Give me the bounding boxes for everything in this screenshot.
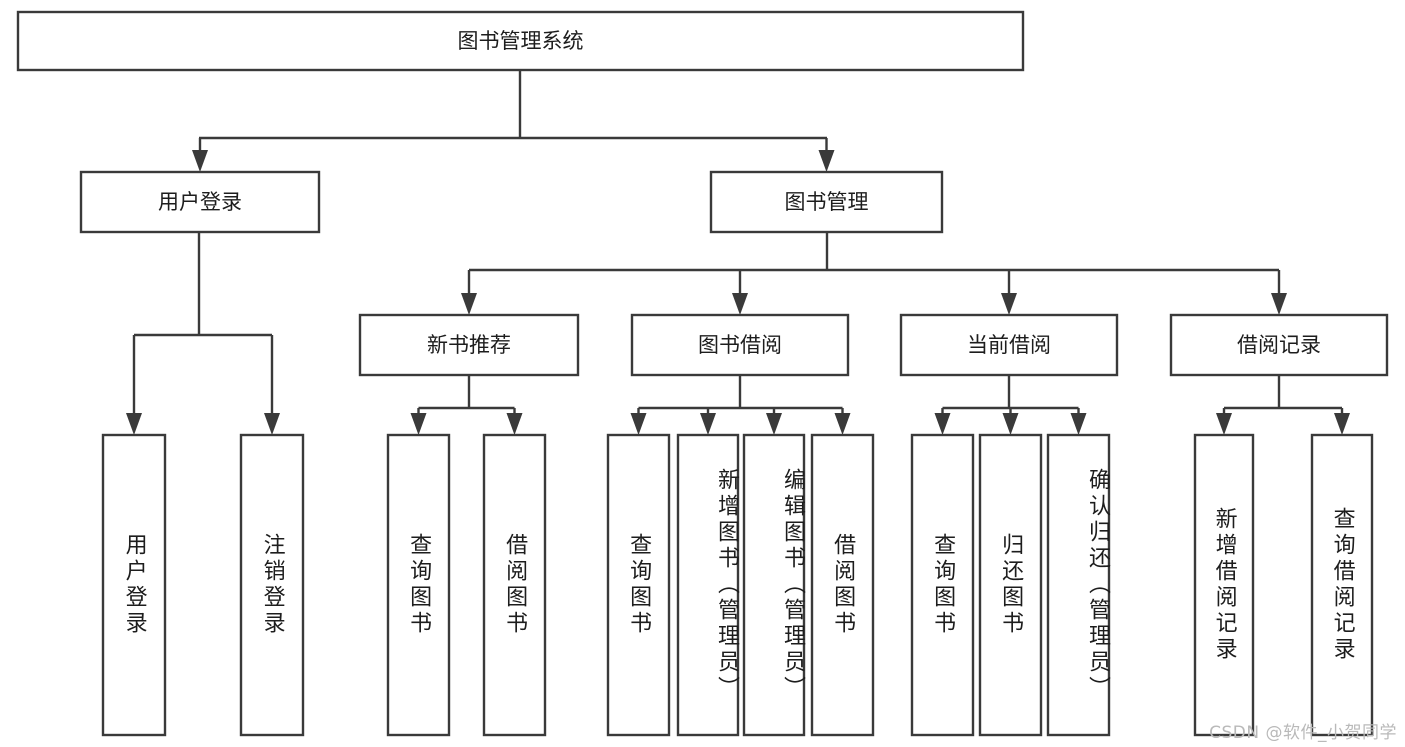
level2-node-label-user-login: 用户登录 [158, 190, 242, 214]
level3-node-label-new-book-rec: 新书推荐 [427, 333, 511, 357]
level2-node-box-user-login[interactable] [79, 170, 321, 234]
watermark-text: CSDN @软件_小贺同学 [1209, 723, 1397, 743]
level3-node-label-current-borrow: 当前借阅 [967, 333, 1051, 357]
leaf-node-box-leaf-borrow-book-1[interactable] [482, 433, 547, 737]
arrow-head-icon-leaf-logout [264, 413, 280, 435]
leaf-node-box-leaf-edit-book[interactable] [742, 433, 806, 737]
leaf-node-box-leaf-add-record[interactable] [1193, 433, 1255, 737]
leaf-node-box-leaf-query-book-3[interactable] [910, 433, 975, 737]
root-node-label: 图书管理系统 [458, 29, 584, 53]
leaf-node-box-leaf-add-book[interactable] [676, 433, 740, 737]
level3-node-label-borrow-record: 借阅记录 [1237, 333, 1321, 357]
leaf-node-box-leaf-query-record[interactable] [1310, 433, 1374, 737]
level2-node-label-book-manage: 图书管理 [785, 190, 869, 214]
level3-node-box-book-borrow[interactable] [630, 313, 850, 377]
arrow-head-icon-leaf-borrow-book-2 [834, 413, 851, 435]
arrow-head-icon-leaf-query-book-2 [630, 413, 647, 435]
arrow-head-icon-book-borrow [732, 293, 748, 315]
arrow-head-icon-current-borrow [1001, 293, 1017, 315]
leaf-node-box-leaf-query-book-2[interactable] [606, 433, 671, 737]
root-node-box[interactable] [16, 10, 1025, 72]
arrow-head-icon-leaf-query-book-3 [934, 413, 951, 435]
leaf-node-box-leaf-confirm-return[interactable] [1046, 433, 1111, 737]
level3-node-box-current-borrow[interactable] [899, 313, 1119, 377]
arrow-head-icon-user-login [192, 150, 208, 172]
level3-node-box-new-book-rec[interactable] [358, 313, 580, 377]
arrow-head-icon-leaf-user-login [126, 413, 142, 435]
level3-node-label-book-borrow: 图书借阅 [698, 333, 782, 357]
leaf-node-box-leaf-borrow-book-2[interactable] [810, 433, 875, 737]
arrow-head-icon-leaf-query-book-1 [410, 413, 427, 435]
arrow-head-icon-borrow-record [1271, 293, 1287, 315]
level3-node-box-borrow-record[interactable] [1169, 313, 1389, 377]
arrow-head-icon-leaf-borrow-book-1 [506, 413, 523, 435]
leaf-node-box-leaf-query-book-1[interactable] [386, 433, 451, 737]
leaf-node-box-leaf-logout[interactable] [239, 433, 305, 737]
leaf-node-box-leaf-return-book[interactable] [978, 433, 1043, 737]
arrow-head-icon-leaf-edit-book [766, 413, 782, 435]
connector-layer [126, 70, 1350, 435]
arrow-head-icon-book-manage [818, 150, 835, 172]
arrow-head-icon-leaf-add-record [1216, 413, 1232, 435]
arrow-head-icon-leaf-return-book [1002, 413, 1019, 435]
level2-node-box-book-manage[interactable] [709, 170, 944, 234]
leaf-node-box-leaf-user-login[interactable] [101, 433, 167, 737]
node-box-layer [16, 10, 1389, 737]
arrow-head-icon-leaf-add-book [700, 413, 716, 435]
arrow-head-icon-leaf-query-record [1334, 413, 1350, 435]
arrow-head-icon-leaf-confirm-return [1070, 413, 1087, 435]
arrow-head-icon-new-book-rec [461, 293, 477, 315]
